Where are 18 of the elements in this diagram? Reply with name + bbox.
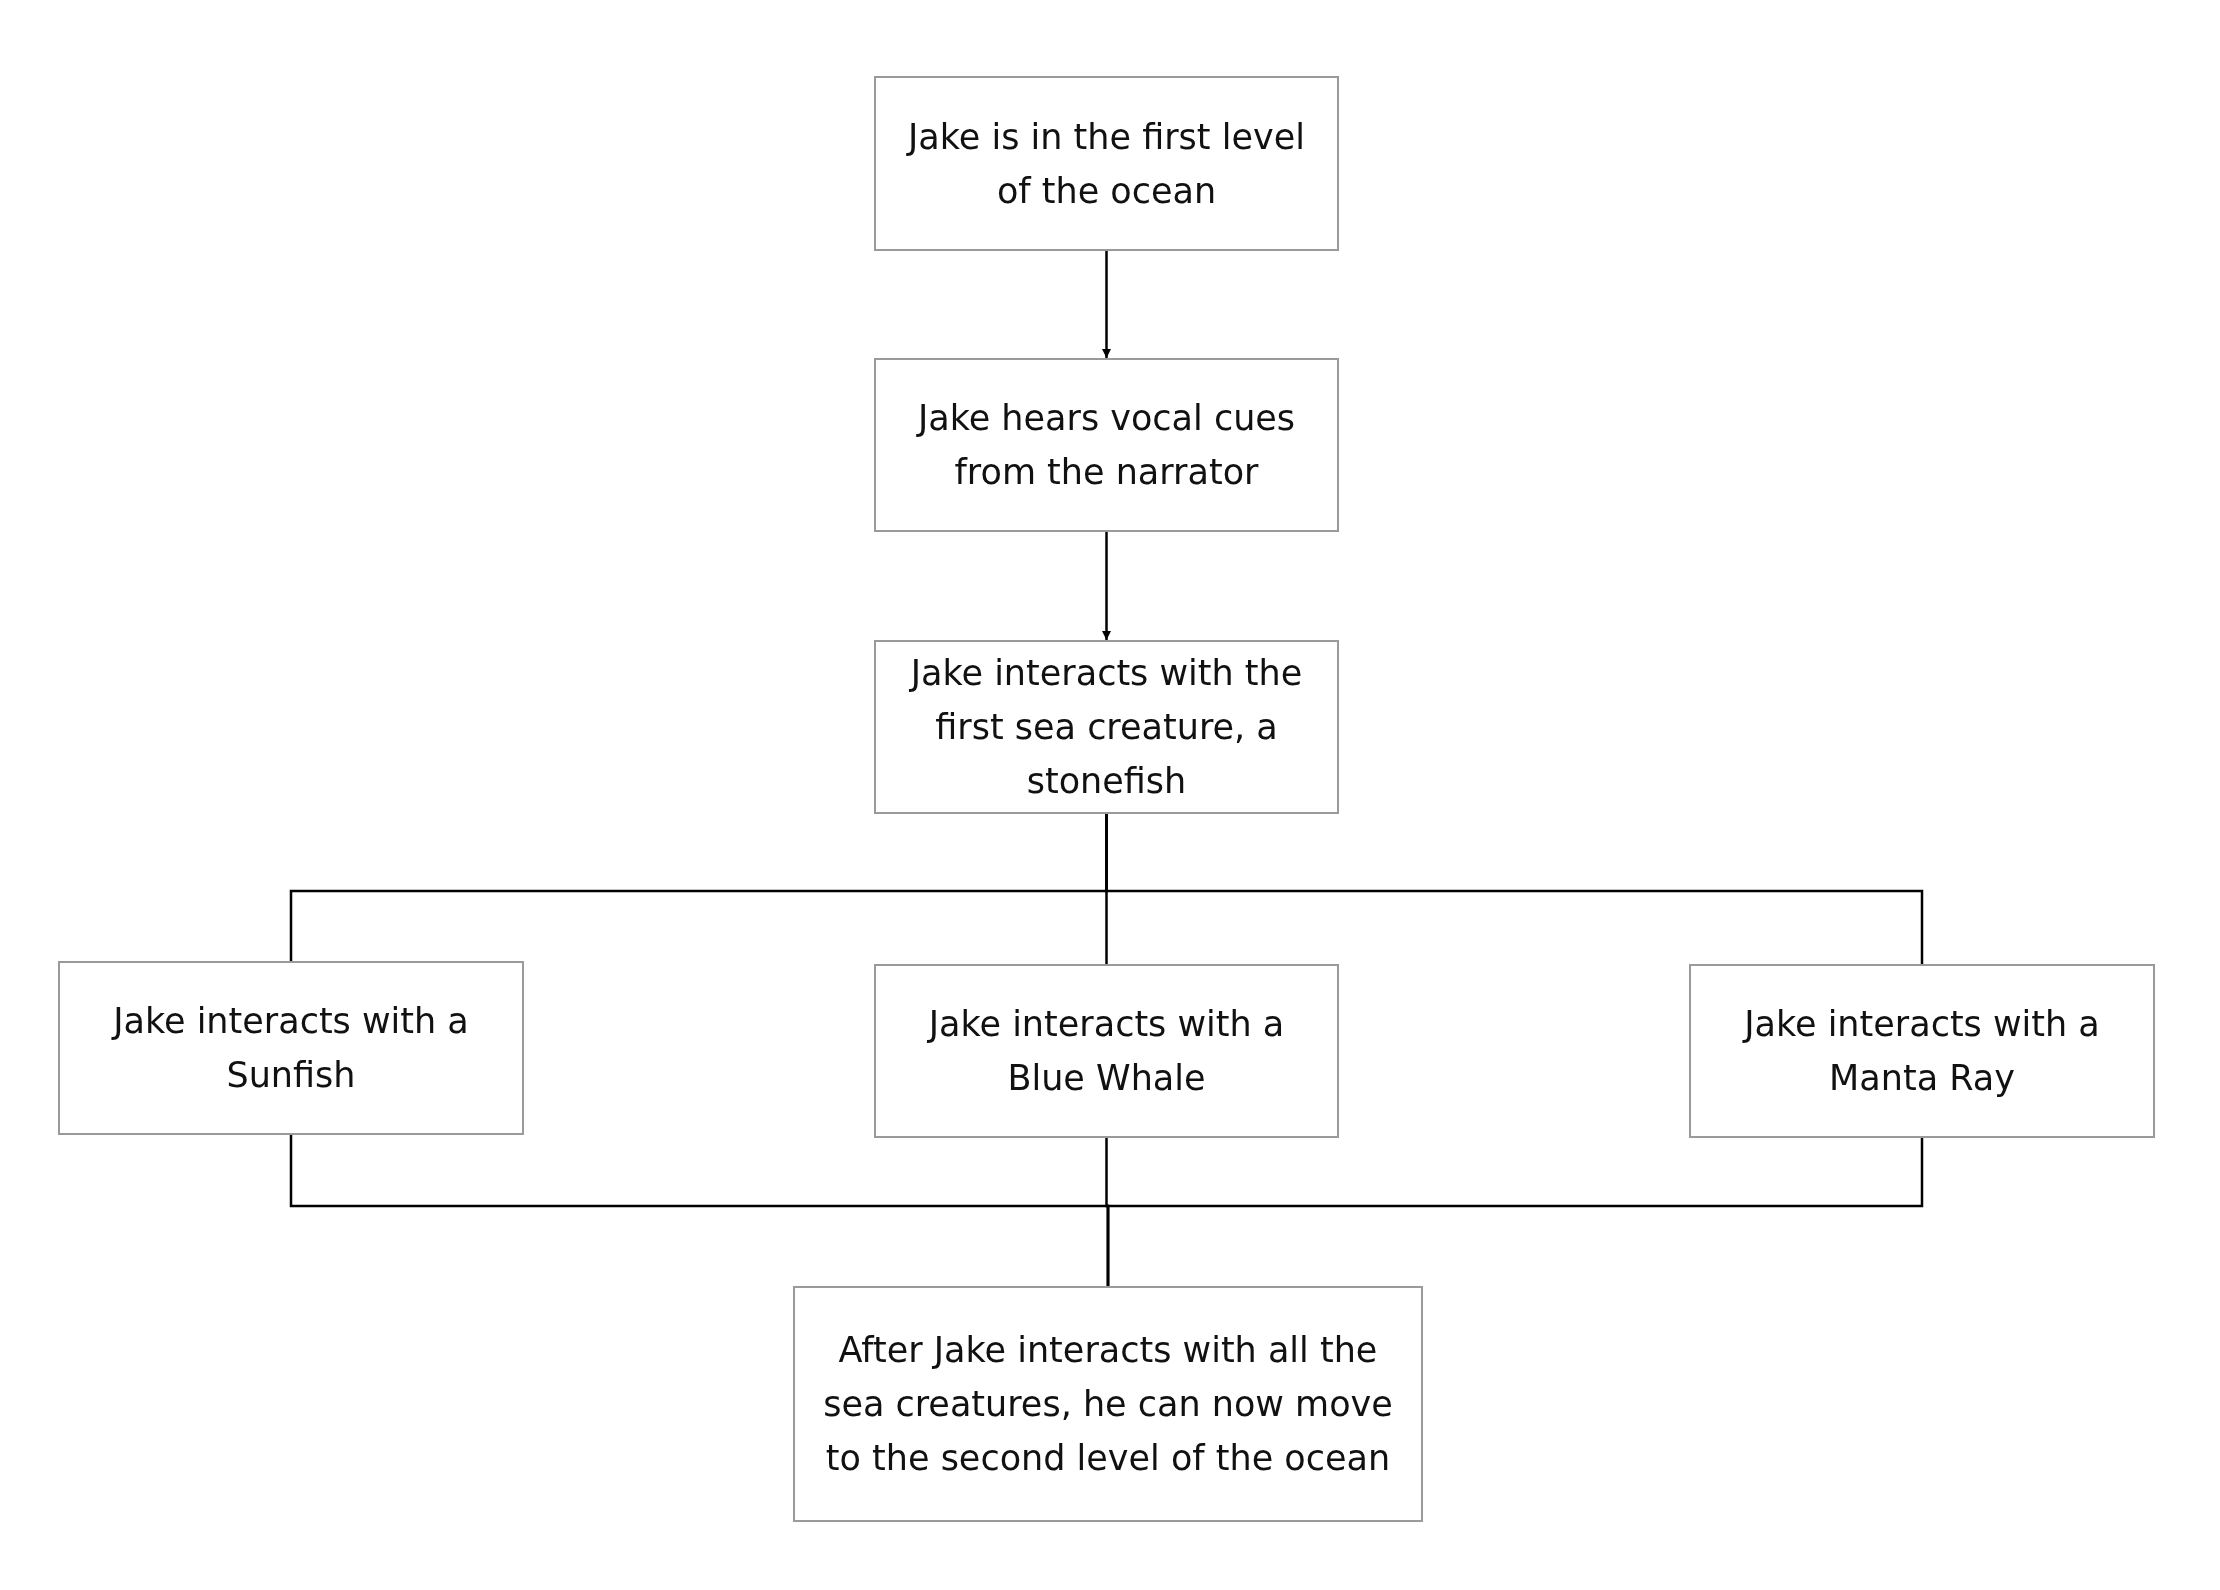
arrow bbox=[1102, 532, 1111, 640]
process-box bbox=[874, 76, 1339, 251]
box-text: Jake is in the first level of the ocean bbox=[905, 115, 1306, 213]
box-text: Jake interacts with a Sunfish bbox=[110, 1000, 470, 1097]
connector-line bbox=[1106, 1138, 1924, 1286]
process-box bbox=[874, 964, 1339, 1138]
box-text: Jake interacts with a Blue Whale bbox=[926, 1003, 1286, 1100]
process-box bbox=[58, 961, 524, 1135]
box-text: After Jake interacts with all the sea creatures, he can now move to the second level of the ocean bbox=[822, 1329, 1394, 1480]
process-box bbox=[793, 1286, 1423, 1522]
process-box bbox=[874, 358, 1339, 532]
process-box bbox=[874, 640, 1339, 814]
box-text: Jake interacts with the first sea creature, a stonefish bbox=[908, 652, 1304, 803]
box-text: Jake interacts with a Manta Ray bbox=[1741, 1003, 2101, 1100]
connector-line bbox=[1105, 814, 1924, 964]
arrow bbox=[1102, 251, 1111, 358]
box-text: Jake hears vocal cues from the narrator bbox=[915, 397, 1297, 494]
process-box bbox=[1689, 964, 2155, 1138]
